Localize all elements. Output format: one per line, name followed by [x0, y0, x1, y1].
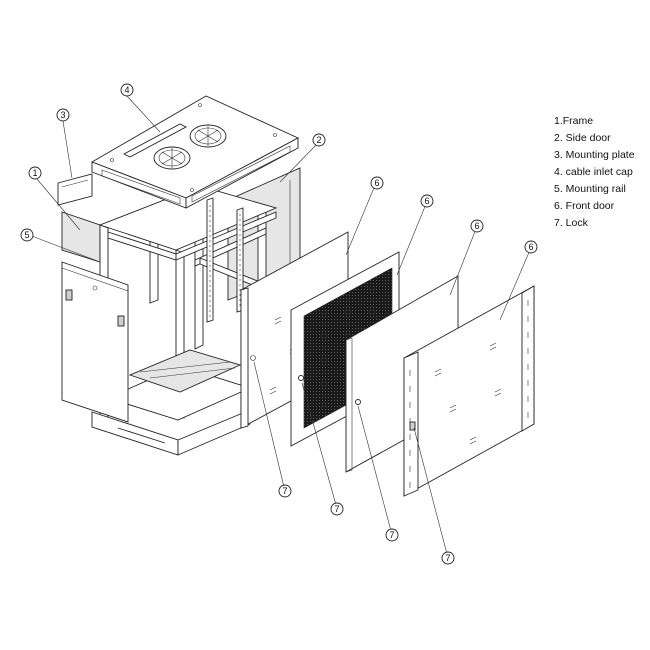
- callout-number: 6: [474, 221, 479, 231]
- callout-number: 5: [24, 230, 29, 240]
- callout-number: 7: [334, 504, 339, 514]
- callout-number: 6: [424, 196, 429, 206]
- callout-7: 7: [330, 502, 344, 516]
- callout-number: 7: [389, 530, 394, 540]
- callout-6: 6: [420, 194, 434, 208]
- callout-5: 5: [20, 228, 34, 242]
- fan-icon: [189, 124, 227, 148]
- callout-number: 6: [528, 242, 533, 252]
- callout-7: 7: [278, 484, 292, 498]
- callout-number: 7: [445, 553, 450, 563]
- callout-4: 4: [120, 83, 134, 97]
- callout-7: 7: [441, 551, 455, 565]
- legend-item-side-door: 2. Side door: [554, 132, 611, 144]
- callout-number: 7: [282, 486, 287, 496]
- front-door-rail: [403, 285, 535, 497]
- callout-6: 6: [524, 240, 538, 254]
- callout-7: 7: [385, 528, 399, 542]
- frame: [57, 167, 301, 456]
- callout-1: 1: [28, 166, 42, 180]
- mounting-rail: [206, 197, 244, 323]
- callout-3: 3: [56, 108, 70, 122]
- mounting-plate: [57, 173, 93, 206]
- legend-item-front-door: 6. Front door: [554, 200, 615, 212]
- legend-item-mounting-rail: 5. Mounting rail: [554, 183, 626, 195]
- cable-inlet-cap: [90, 95, 300, 209]
- callout-2: 2: [312, 133, 326, 147]
- callout-number: 6: [374, 178, 379, 188]
- leader-lines: [28, 95, 531, 555]
- legend-item-frame: 1.Frame: [554, 115, 594, 127]
- callout-6: 6: [370, 176, 384, 190]
- legend-item-cable-inlet-cap: 4. cable inlet cap: [554, 166, 633, 178]
- legend-item-mounting-plate: 3. Mounting plate: [554, 149, 635, 161]
- parts-legend: 1.Frame 2. Side door 3. Mounting plate 4…: [554, 113, 635, 232]
- fan-icon: [153, 146, 191, 170]
- callout-number: 2: [316, 135, 321, 145]
- callout-number: 4: [124, 85, 129, 95]
- callout-number: 1: [32, 168, 37, 178]
- legend-item-lock: 7. Lock: [554, 217, 588, 229]
- callout-6: 6: [470, 219, 484, 233]
- callout-number: 3: [60, 110, 65, 120]
- side-door: [61, 261, 129, 423]
